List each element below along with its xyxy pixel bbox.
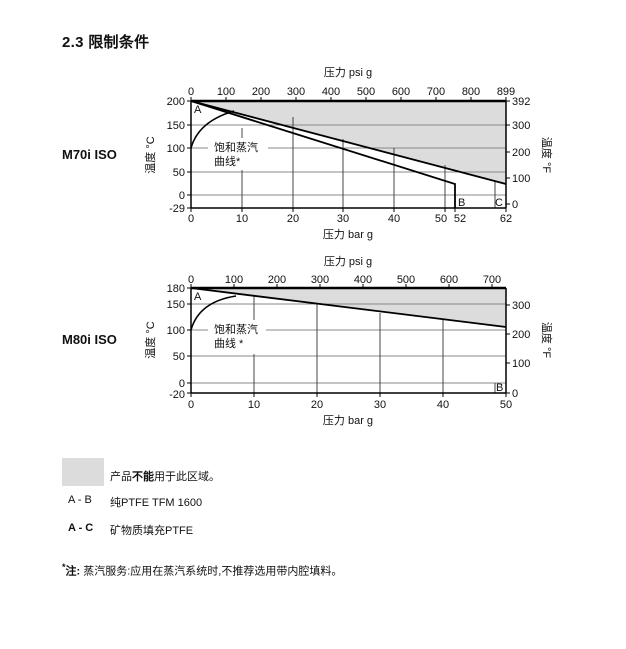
section-title: 2.3 限制条件 [62, 34, 150, 51]
point-b-label: B [496, 382, 503, 394]
m80-x-tick: 20 [311, 399, 323, 411]
m80-x2-tick: 0 [188, 274, 194, 286]
m70-y2-label: 温度 °F [540, 137, 554, 173]
m80-y2-tick: 0 [512, 388, 518, 400]
m80-x-tick: 50 [500, 399, 512, 411]
m70-y-label: 温度 °C [143, 136, 157, 173]
m70-y-tick: 200 [167, 96, 185, 108]
legend-ab-key: A - B [68, 494, 92, 506]
legend-shaded-swatch [62, 458, 104, 486]
m70-x2-tick: 300 [287, 86, 305, 98]
m80-x2-tick: 700 [483, 274, 501, 286]
point-c-label: C [495, 197, 503, 209]
line-a-b [190, 287, 507, 328]
model-label-m70: M70i ISO [62, 147, 117, 162]
m70-x-tick: 52 [454, 213, 466, 225]
m70-y2-tick: 0 [512, 199, 518, 211]
m70-x2-tick: 0 [188, 86, 194, 98]
m70-y-tick: -29 [169, 203, 185, 215]
m80-x2-tick: 200 [268, 274, 286, 286]
m80-x-tick: 0 [188, 399, 194, 411]
point-a-label: A [194, 291, 202, 303]
m80-x2-tick: 600 [440, 274, 458, 286]
m70-x-tick: 0 [188, 213, 194, 225]
chart-m70: 压力 psi g 0 100 200 300 400 500 600 700 8… [143, 66, 554, 241]
m80-x-label: 压力 bar g [323, 414, 373, 427]
point-a-label: A [194, 104, 202, 116]
m70-x2-label: 压力 psi g [324, 66, 372, 79]
m70-x-tick: 50 [435, 213, 447, 225]
m80-y-tick: 50 [173, 351, 185, 363]
steam-curve [190, 295, 237, 331]
legend-ac-text: 矿物质填充PTFE [110, 525, 194, 537]
m70-x2-tick: 899 [497, 86, 515, 98]
legend-shaded-text: 产品不能用于此区域。 [110, 471, 220, 483]
m80-y2-label: 温度 °F [540, 322, 554, 358]
m70-y-tick: 150 [167, 120, 185, 132]
m70-x2-tick: 500 [357, 86, 375, 98]
m80-x2-label: 压力 psi g [324, 255, 372, 268]
m70-x2-tick: 800 [462, 86, 480, 98]
m70-y2-tick: 200 [512, 147, 530, 159]
model-label-m80: M80i ISO [62, 332, 117, 347]
m80-y-tick: 100 [167, 325, 185, 337]
m70-x2-tick: 400 [322, 86, 340, 98]
m70-x-tick: 62 [500, 213, 512, 225]
m70-y2-tick: 392 [512, 96, 530, 108]
m70-x-tick: 40 [388, 213, 400, 225]
m80-x2-tick: 400 [354, 274, 372, 286]
steam-curve-label: 曲线 * [214, 336, 244, 350]
m80-x-tick: 30 [374, 399, 386, 411]
chart-m80: 压力 psi g 0 100 200 300 400 500 600 700 0… [143, 255, 554, 427]
m70-x2-tick: 600 [392, 86, 410, 98]
m80-y-tick: -20 [169, 389, 185, 401]
steam-curve-label: 饱和蒸汽 [214, 322, 258, 336]
m70-y-tick: 50 [173, 167, 185, 179]
steam-curve [190, 110, 235, 149]
m80-x-tick: 10 [248, 399, 260, 411]
m70-y2-tick: 300 [512, 120, 530, 132]
m70-x2-tick: 100 [217, 86, 235, 98]
m70-x-tick: 10 [236, 213, 248, 225]
m80-x2-tick: 500 [397, 274, 415, 286]
m70-y-tick: 0 [179, 190, 185, 202]
legend-ab-text: 纯PTFE TFM 1600 [110, 497, 203, 509]
point-b-label: B [458, 197, 465, 209]
m70-x-tick: 20 [287, 213, 299, 225]
m80-x-tick: 40 [437, 399, 449, 411]
steam-curve-label: 曲线* [214, 154, 241, 168]
m80-y-label: 温度 °C [143, 321, 157, 358]
legend-ac-key: A - C [68, 522, 94, 534]
line-a-b [190, 100, 456, 208]
m70-y-tick: 100 [167, 143, 185, 155]
m80-y-tick: 150 [167, 299, 185, 311]
m70-x2-tick: 200 [252, 86, 270, 98]
steam-curve-label: 饱和蒸汽 [214, 140, 258, 154]
m80-y2-tick: 300 [512, 300, 530, 312]
m80-y2-tick: 200 [512, 329, 530, 341]
m80-x2-tick: 100 [225, 274, 243, 286]
m70-x2-tick: 700 [427, 86, 445, 98]
m80-x2-tick: 300 [311, 274, 329, 286]
m80-y2-tick: 100 [512, 358, 530, 370]
m70-x-tick: 30 [337, 213, 349, 225]
m70-y2-tick: 100 [512, 173, 530, 185]
footnote: *注: 蒸汽服务:应用在蒸汽系统时,不推荐选用带内腔填料。 [62, 562, 343, 578]
line-a-c [190, 100, 507, 185]
m80-y-tick: 0 [179, 378, 185, 390]
m80-y-tick: 180 [167, 283, 185, 295]
m70-x-label: 压力 bar g [323, 228, 373, 241]
